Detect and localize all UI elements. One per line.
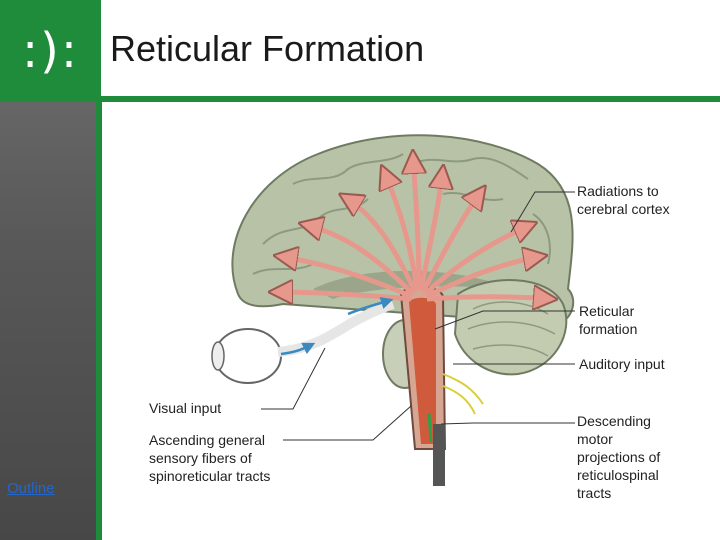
visual-arrow xyxy=(280,342,316,356)
ascending-fibers-label: Ascending general sensory fibers of spin… xyxy=(149,432,270,484)
radiation-arrow xyxy=(425,256,543,299)
title-divider xyxy=(101,96,720,102)
sidebar-divider xyxy=(96,102,102,540)
radiation-arrow xyxy=(423,224,533,296)
radiation-arrow xyxy=(413,154,419,290)
reticular-formation-illustration: Radiations to cerebral cortex Reticular … xyxy=(143,124,690,506)
radiation-arrow xyxy=(303,224,415,296)
radiation-arrow xyxy=(278,256,412,299)
descending-projections-label: Descending motor projections of reticulo… xyxy=(577,413,664,501)
radiation-arrow xyxy=(426,297,553,299)
auditory-input-label: Auditory input xyxy=(579,356,665,372)
cortical-radiation-arrows xyxy=(273,154,553,299)
spinal-cord xyxy=(433,424,445,486)
visual-arrow xyxy=(347,296,394,316)
reticular-formation-core xyxy=(409,297,436,444)
slide-title: Reticular Formation xyxy=(110,28,425,69)
label-leader-lines xyxy=(261,191,575,441)
eye-lens xyxy=(211,341,225,371)
outline-link[interactable]: Outline xyxy=(7,480,55,497)
visual-input-label: Visual input xyxy=(149,400,221,416)
logo-glyphs: :): xyxy=(21,23,80,79)
visual-input-arrows xyxy=(280,296,394,356)
sidebar xyxy=(0,102,96,540)
descending-arrow xyxy=(427,413,433,443)
auditory-input-fibers xyxy=(442,373,484,415)
radiations-label: Radiations to cerebral cortex xyxy=(577,183,670,217)
radiation-arrow xyxy=(343,196,418,294)
radiation-arrow xyxy=(383,169,420,291)
eye xyxy=(214,328,282,384)
radiation-arrow xyxy=(420,189,483,294)
logo-icon: :): xyxy=(0,0,101,102)
reticular-formation-label: Reticular formation xyxy=(579,303,638,337)
radiation-arrow xyxy=(418,169,443,291)
